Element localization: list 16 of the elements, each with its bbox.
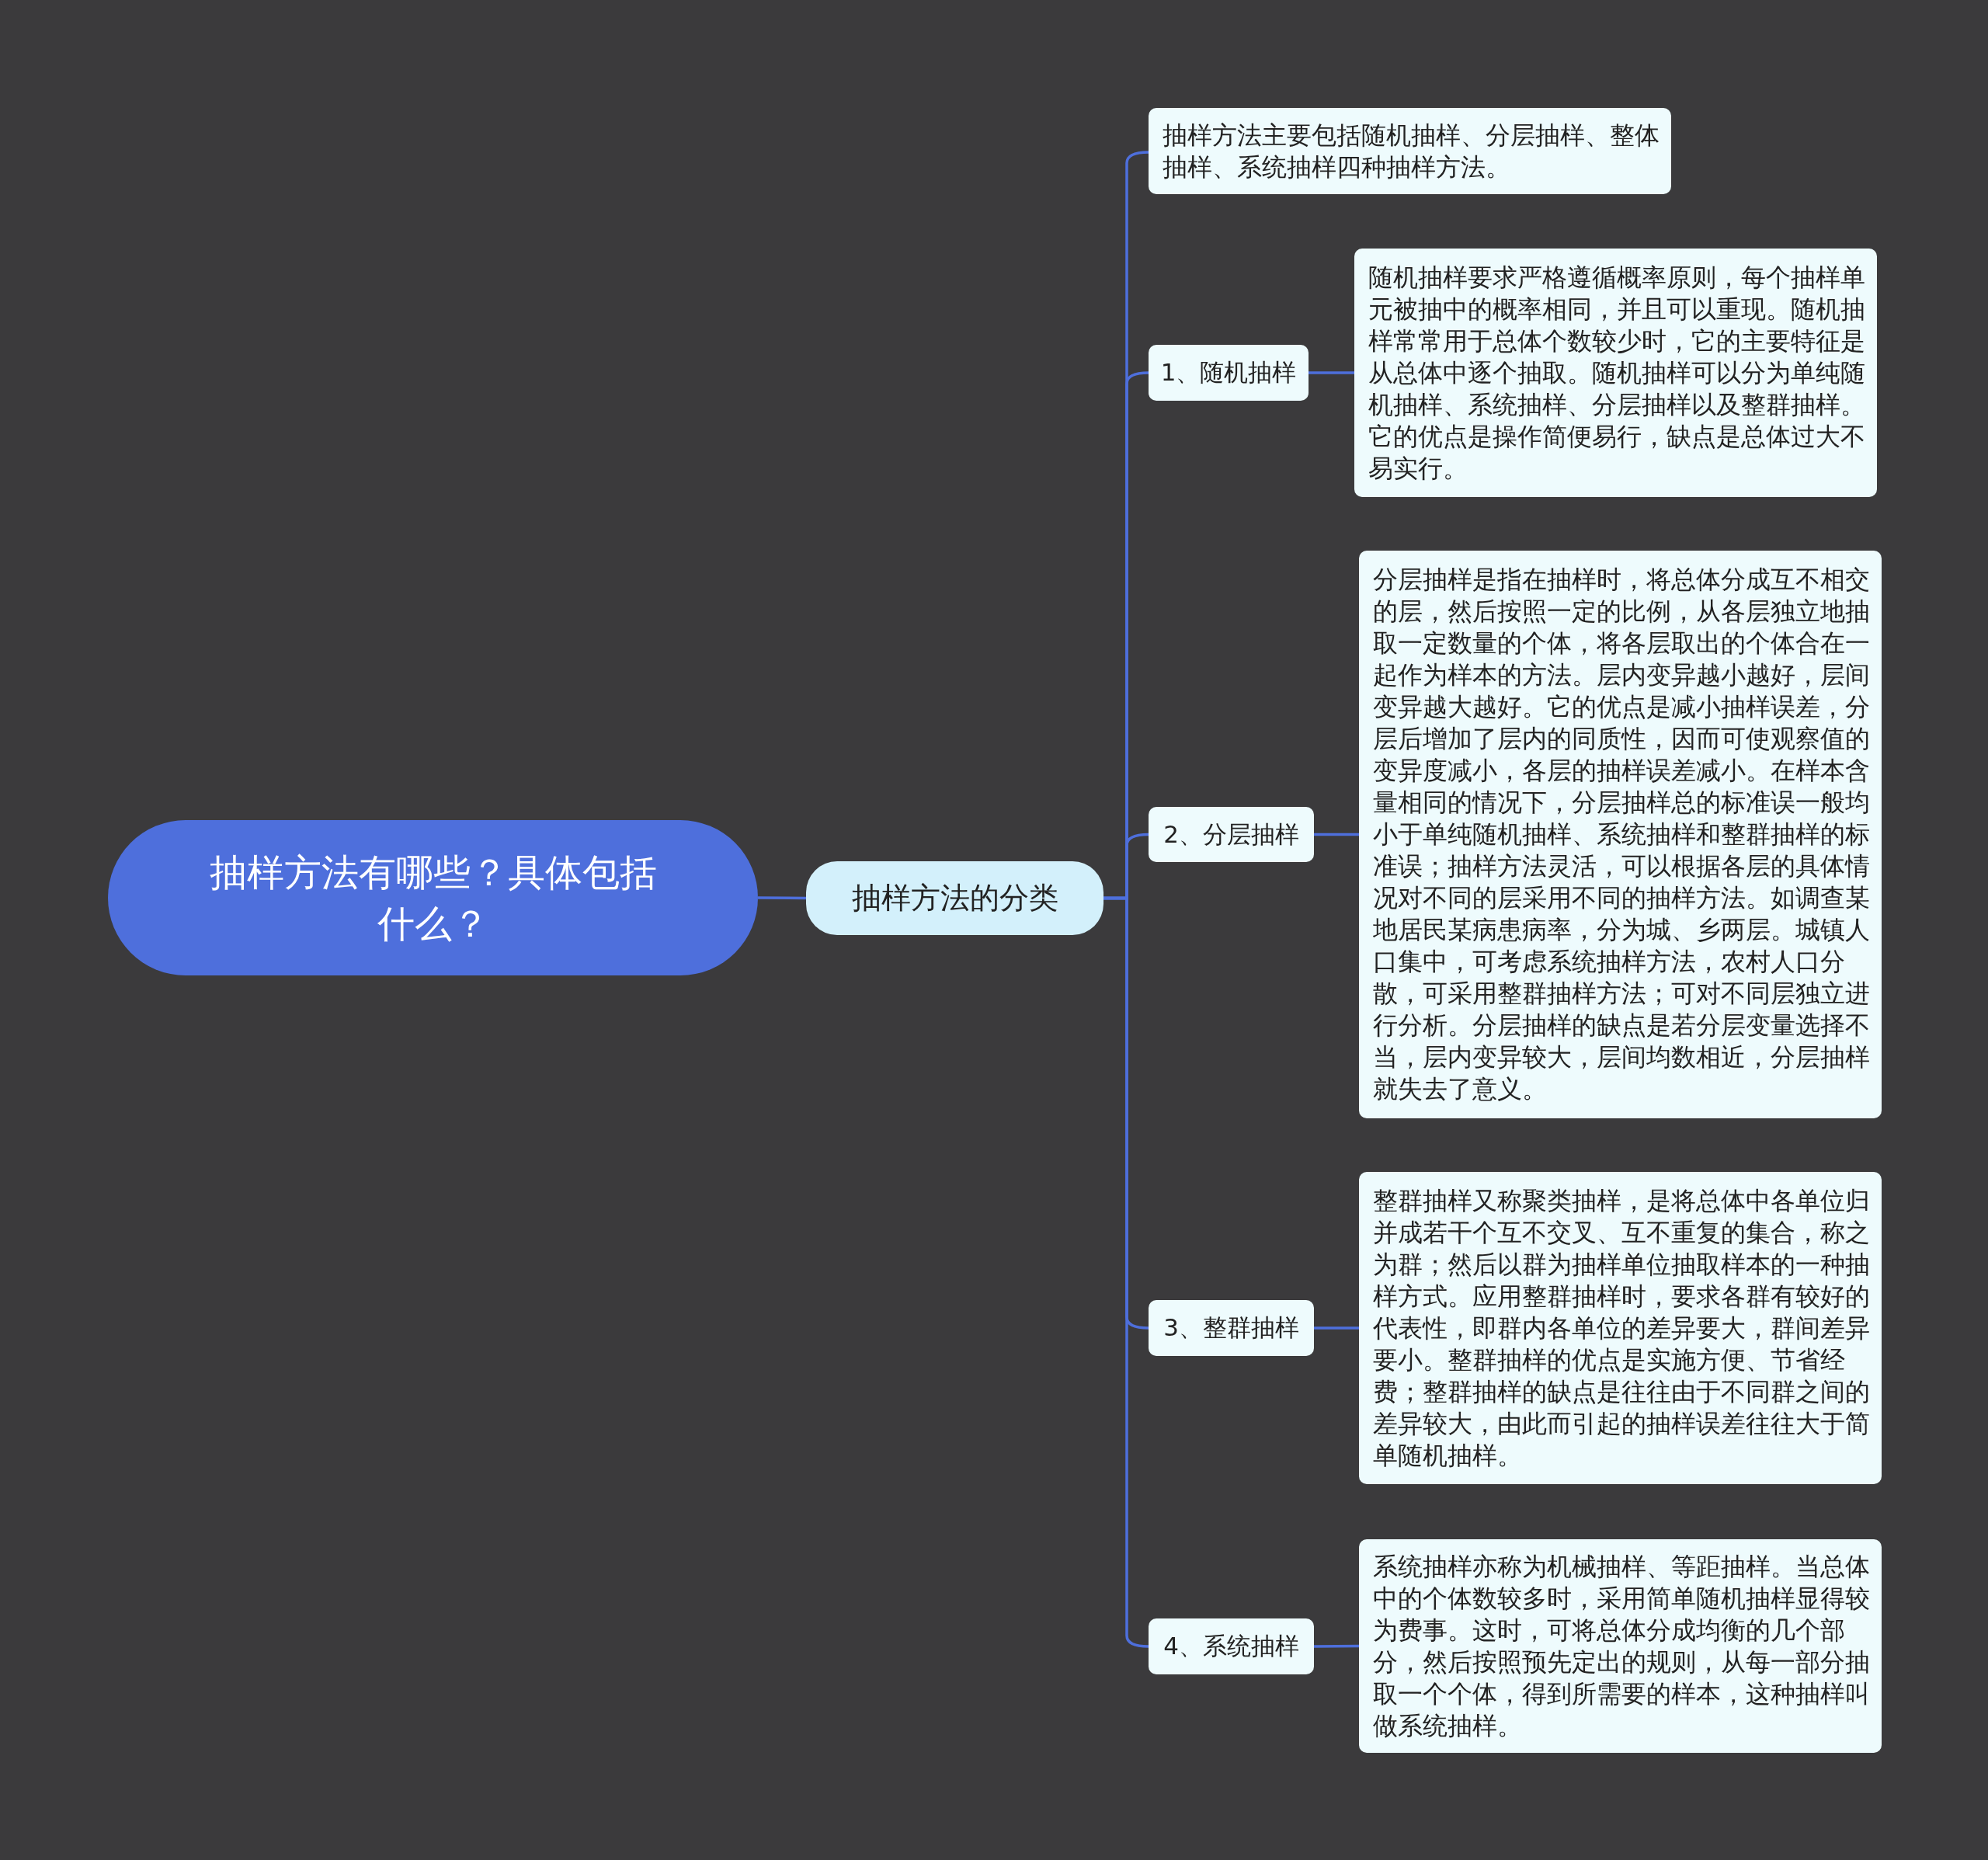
connector-line <box>1314 1326 1359 1330</box>
topic-pill: 抽样方法有哪些？具体包括什么？ <box>108 820 758 975</box>
topic-box: 2、分层抽样 <box>1149 807 1314 862</box>
text-box: 分层抽样是指在抽样时，将总体分成互不相交的层，然后按照一定的比例，从各层独立地抽取一定数量的个体，将各层取出的个体合在一起作为样本的方法。层内变异越小越好，层间变异越大越好。它的优点是减小抽样误差，分层后增加了层内的同质性，因而可使观察值的变异度减小，各层的抽样误差减小。在样本含量相同的情况下，分层抽样总的标准误一般均小于单纯随机抽样、系统抽样和整群抽样的标准误；抽样方法灵活，可以根据各层的具体情况对不同的层采用不同的抽样方法。如调查某地居民某病患病率，分为城、乡两层。城镇人口集中，可考虑系统抽样方法，农村人口分散，可采用整群抽样方法；可对不同层独立进行分析。分层抽样的缺点是若分层变量选择不当，层内变异较大，层间均数相近，分层抽样就失去了意义。 <box>1359 551 1882 1118</box>
connector-line <box>758 896 806 900</box>
text-box: 系统抽样亦称为机械抽样、等距抽样。当总体中的个体数较多时，采用简单随机抽样显得较为费事。这时，可将总体分成均衡的几个部分，然后按照预先定出的规则，从每一部分抽取一个个体，得到所需要的样本，这种抽样叫做系统抽样。 <box>1359 1539 1882 1753</box>
connector-line <box>1314 1644 1359 1648</box>
connector-line <box>1309 371 1354 374</box>
connector-line <box>1314 833 1359 836</box>
text-box: 抽样方法主要包括随机抽样、分层抽样、整体抽样、系统抽样四种抽样方法。 <box>1149 108 1671 194</box>
topic-box: 3、整群抽样 <box>1149 1300 1314 1356</box>
topic-box: 1、随机抽样 <box>1149 345 1309 401</box>
text-box: 整群抽样又称聚类抽样，是将总体中各单位归并成若干个互不交叉、互不重复的集合，称之为群；然后以群为抽样单位抽取样本的一种抽样方式。应用整群抽样时，要求各群有较好的代表性，即群内各单位的差异要大，群间差异要小。整群抽样的优点是实施方便、节省经费；整群抽样的缺点是往往由于不同群之间的差异较大，由此而引起的抽样误差往往大于简单随机抽样。 <box>1359 1172 1882 1484</box>
topic-box: 4、系统抽样 <box>1149 1618 1314 1674</box>
subtopic-box: 抽样方法的分类 <box>806 861 1103 935</box>
text-box: 随机抽样要求严格遵循概率原则，每个抽样单元被抽中的概率相同，并且可以重现。随机抽样常常用于总体个数较少时，它的主要特征是从总体中逐个抽取。随机抽样可以分为单纯随机抽样、系统抽样、分层抽样以及整群抽样。它的优点是操作简便易行，缺点是总体过大不易实行。 <box>1354 249 1877 497</box>
